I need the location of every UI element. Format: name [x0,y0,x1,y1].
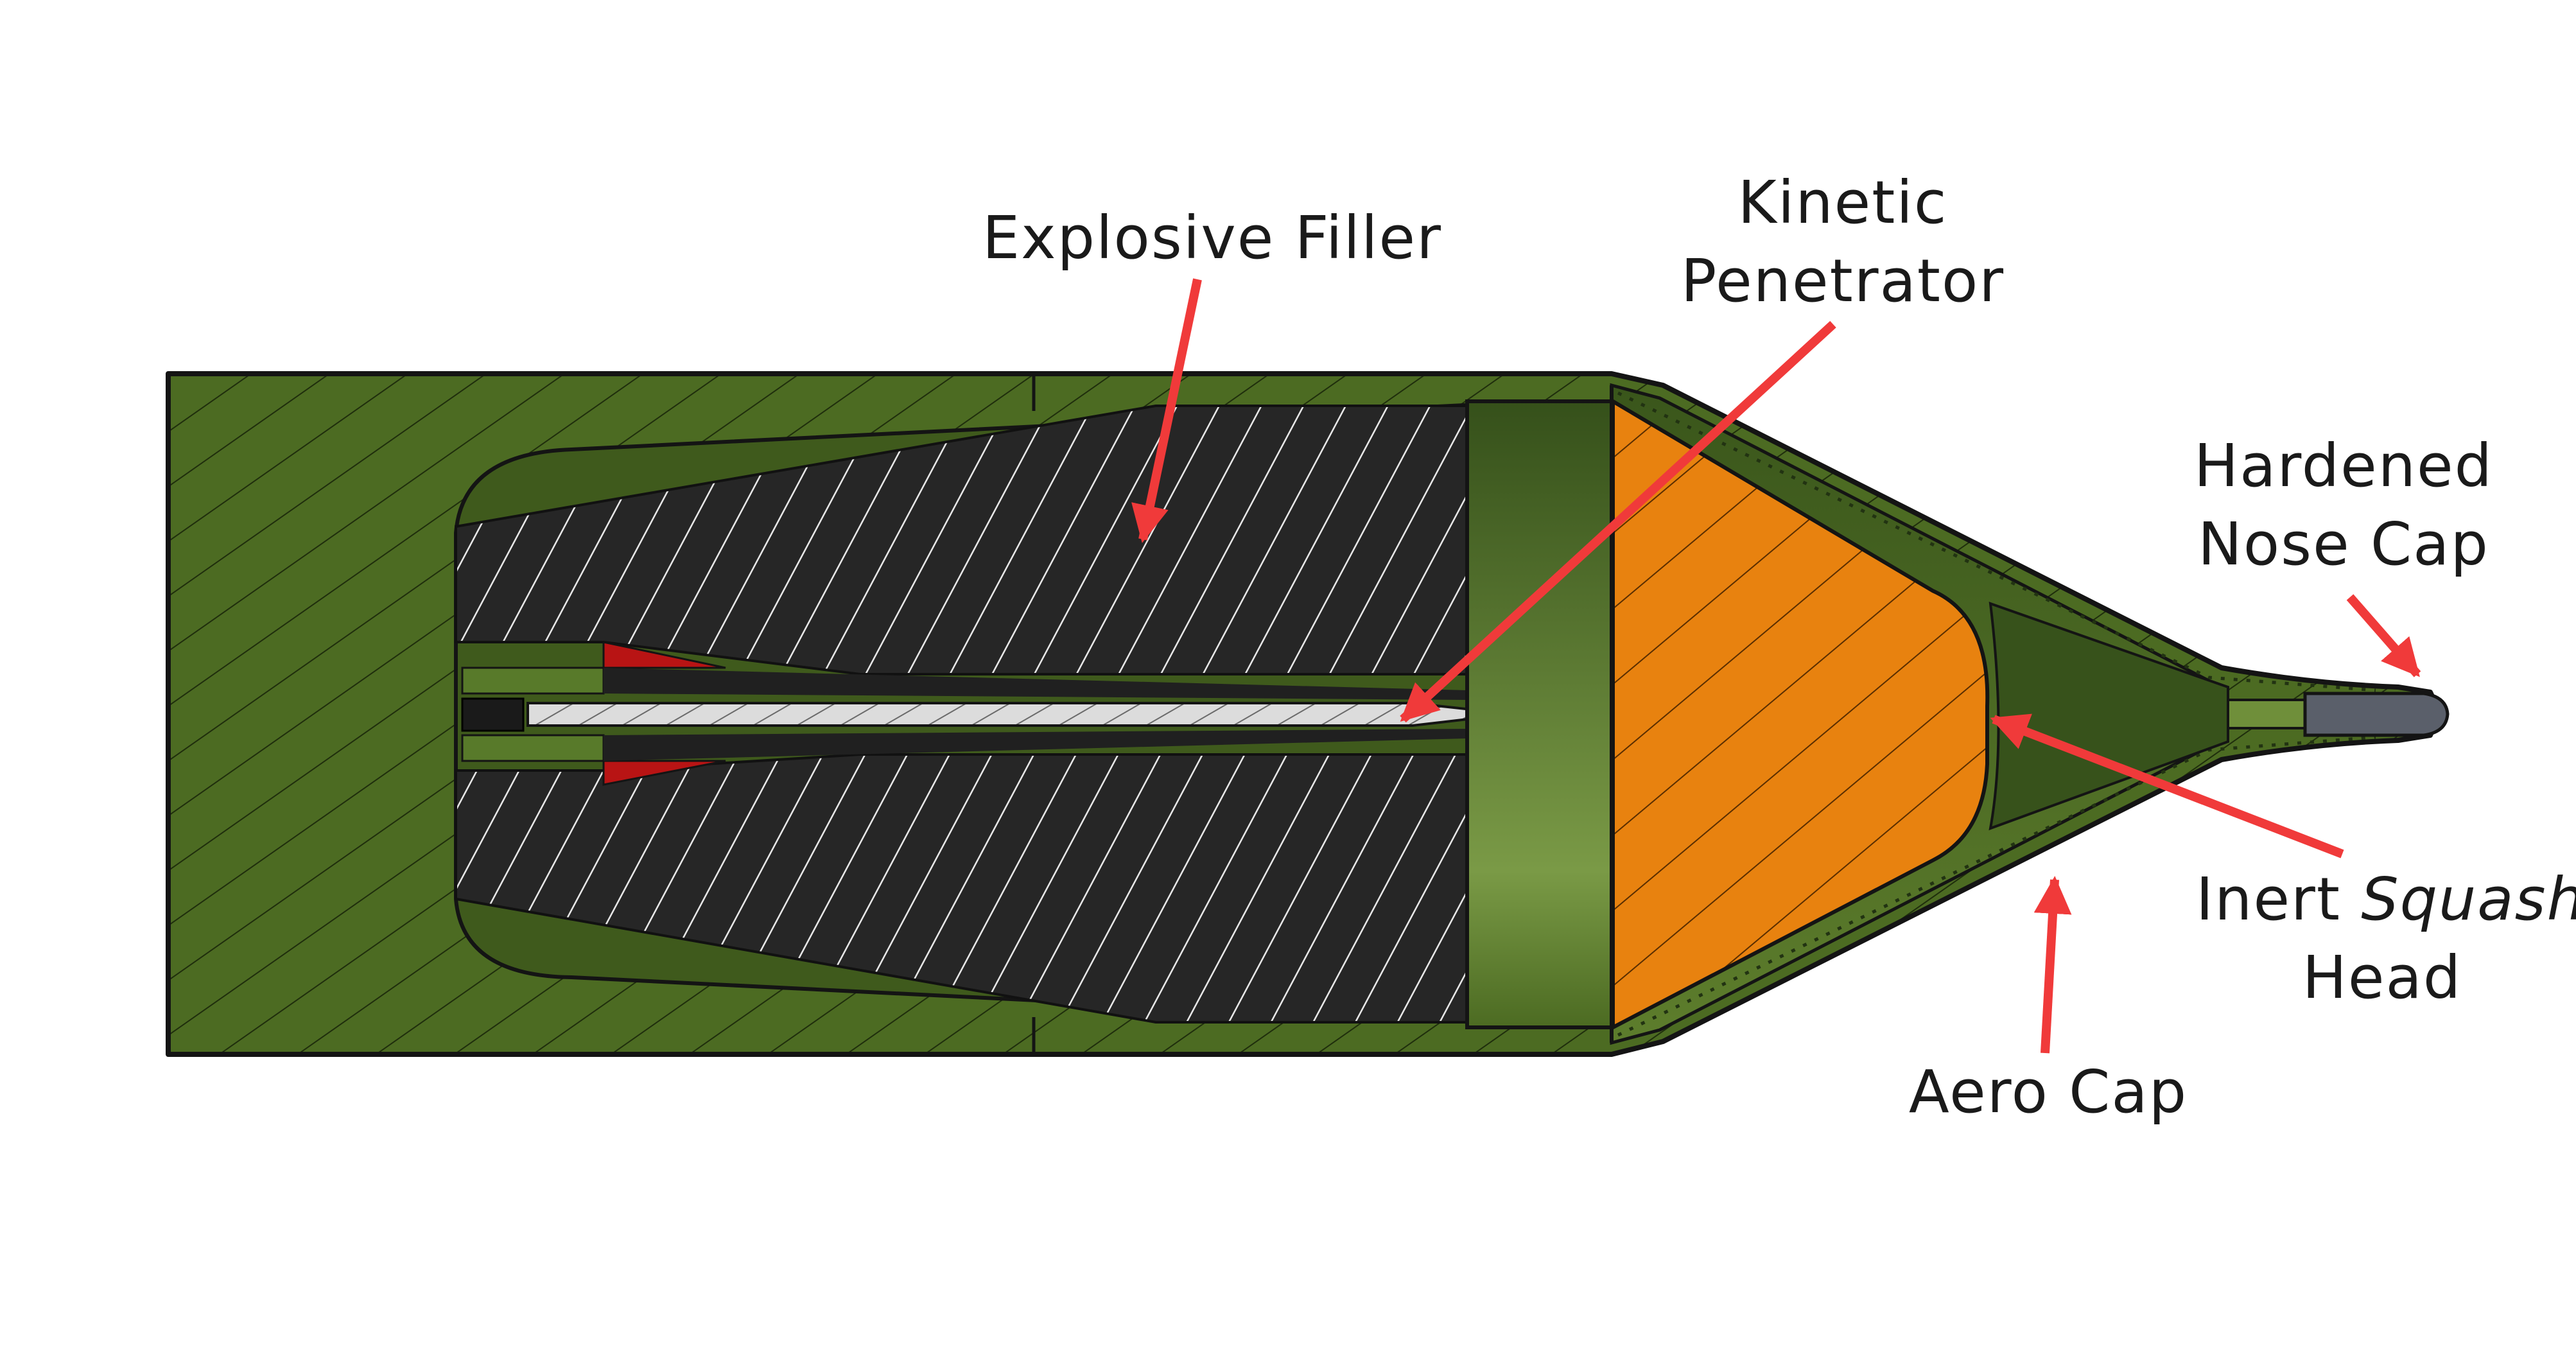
arrow-inert-squash-head [1990,713,2344,859]
arrow-hardened-nose-cap [2346,594,2421,677]
label-explosive-filler-text: Explosive Filler [982,204,1442,272]
label-inert-squash-head: Inert Squash Head [2196,860,2576,1017]
arrow-explosive-filler [1131,278,1202,543]
penetrator-sleeve-upper [461,667,605,695]
red-insert-lower [602,760,726,786]
label-hardened-nose-cap-line1: Hardened [2193,431,2494,500]
label-explosive-filler: Explosive Filler [982,199,1442,277]
guide-channel-lower [604,729,1467,761]
bulkhead-plate [1465,399,1614,1029]
label-kinetic-penetrator-line2: Penetrator [1680,247,2005,315]
kinetic-penetrator-rod [527,702,1513,727]
red-insert-upper [602,641,726,669]
label-inert-word: Inert [2196,865,2341,934]
label-kinetic-penetrator-line1: Kinetic [1737,168,1948,237]
penetrator-sleeve-lower [461,734,605,762]
penetrator-base-block [461,697,525,732]
label-hardened-nose-cap-line2: Nose Cap [2198,510,2489,579]
label-inert-squash-head-line1: Inert Squash [2196,860,2576,939]
label-hardened-nose-cap: Hardened Nose Cap [2183,427,2504,584]
arrow-kinetic-penetrator [1400,320,1836,723]
label-aero-cap: Aero Cap [1881,1053,2215,1131]
nose-stem [2227,699,2306,729]
label-inert-squash-head-line2: Head [2302,943,2462,1012]
inert-squash-head [1611,397,1990,1031]
arrow-aero-cap [2033,876,2072,1054]
aero-cap-ridge-top [1617,391,2376,692]
label-aero-cap-text: Aero Cap [1908,1058,2188,1126]
label-kinetic-penetrator: Kinetic Penetrator [1663,164,2023,320]
explosive-filler-upper [455,405,1468,676]
label-squash-word: Squash [2361,865,2576,934]
guide-channel-upper [604,668,1467,700]
hardened-nose-cap [2303,692,2450,737]
